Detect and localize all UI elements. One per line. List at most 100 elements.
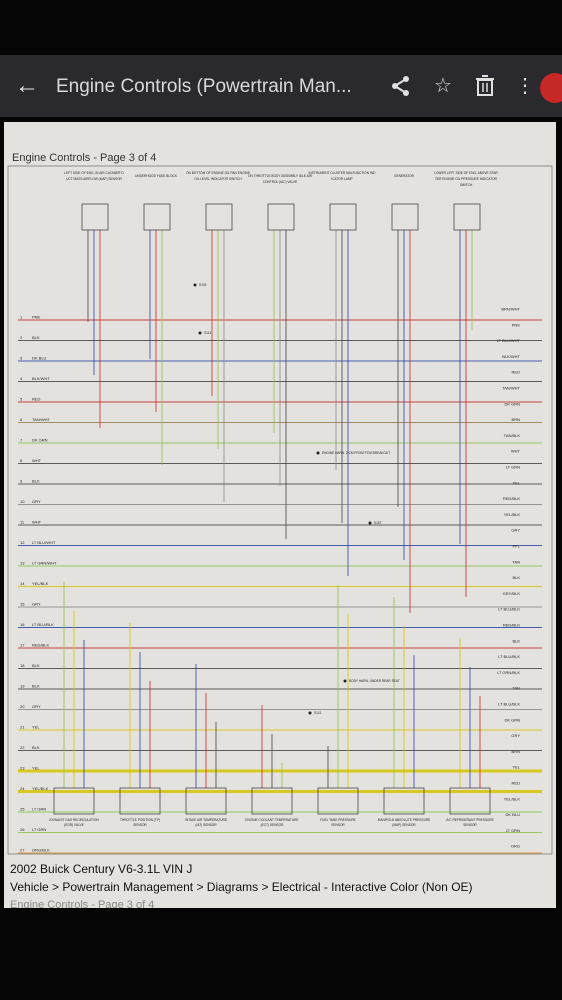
wire-label-left: BLK [32, 663, 40, 668]
wire-label-left: BLK/WHT [32, 376, 50, 381]
wire-label-left: PNK [32, 315, 41, 320]
top-component-box[interactable] [391, 203, 419, 231]
wire-label-left: RED/BLK [32, 643, 49, 648]
top-component-label-2: TER ENGINE OIL PRESSURE INDICATOR [435, 177, 498, 181]
wire-label-right: LT GRN [506, 465, 520, 470]
wire-number: 27 [20, 848, 25, 853]
share-icon[interactable] [386, 71, 416, 101]
star-icon[interactable]: ☆ [434, 75, 452, 97]
top-component-box[interactable] [143, 203, 171, 231]
wire-number: 12 [20, 540, 25, 545]
bottom-component-box[interactable] [251, 787, 293, 815]
wire-label-left: WHT [32, 458, 42, 463]
wire-number: 14 [20, 581, 25, 586]
top-component-box[interactable] [205, 203, 233, 231]
splice-dot [316, 451, 320, 455]
wire-label-right: YEL/BLK [504, 796, 521, 801]
wire-label-right: LT BLU/BLK [498, 607, 520, 612]
wire-label-right: TAN/WHT [502, 386, 520, 391]
wire-label-right: BRN [512, 749, 521, 754]
wire-label-left: LT GRN/WHT [32, 561, 57, 566]
wire-label-right: LT BLU/WHT [497, 338, 521, 343]
splice-note: S103 [199, 283, 207, 287]
wire-number: 17 [20, 643, 25, 648]
wire-label-right: DK GRN [504, 717, 520, 722]
wire-number: 2 [20, 335, 23, 340]
bottom-component-label-2: (ECT) SENSOR [261, 823, 285, 827]
top-component-label: UNDERHOOD FUSE BLOCK [135, 174, 178, 178]
top-component-box[interactable] [329, 203, 357, 231]
wire-label-left: BLK [32, 479, 40, 484]
bottom-component-label-2: SENSOR [463, 823, 477, 827]
wire-label-right: RED [512, 370, 521, 375]
wire-label-left: GRY [32, 704, 41, 709]
trash-icon[interactable] [470, 71, 500, 101]
wire-number: 22 [20, 745, 25, 750]
bottom-component-box[interactable] [53, 787, 95, 815]
wire-label-left: LT GRN [32, 827, 46, 832]
bottom-component-label-2: (IAT) SENSOR [195, 823, 217, 827]
splice-note: S121 [314, 711, 322, 715]
bottom-component-label: ENGINE COOLANT TEMPERATURE [245, 818, 298, 822]
wire-label-right: LT BLU/BLK [498, 654, 520, 659]
wire-number: 18 [20, 663, 25, 668]
bottom-component-box[interactable] [317, 787, 359, 815]
wire-number: 13 [20, 561, 25, 566]
wire-number: 23 [20, 766, 25, 771]
wire-label-left: LT GRN [32, 807, 46, 812]
bottom-component-box[interactable] [449, 787, 491, 815]
splice-dot [308, 711, 312, 715]
wire-label-right: BLK [512, 575, 520, 580]
wire-label-left: YEL [32, 725, 40, 730]
diagram-page-title: Engine Controls - Page 3 of 4 [12, 152, 157, 164]
top-component-label: LEFT SIDE OF ENG, IN AIR CLEANER D [64, 171, 124, 175]
wire-label-right: LT BLU/BLK [498, 702, 520, 707]
more-vert-icon[interactable]: ⋮ [515, 75, 535, 97]
wire-number: 4 [20, 376, 23, 381]
wire-number: 24 [20, 786, 25, 791]
wire-label-left: BLK [32, 684, 40, 689]
wire-number: 8 [20, 458, 23, 463]
top-component-label-2: UCT MASS AIRFLOW (MAF) SENSOR [66, 177, 122, 181]
bottom-component-box[interactable] [119, 787, 161, 815]
account-badge [540, 73, 562, 103]
wire-label-right: PNK [512, 322, 521, 327]
wire-number: 3 [20, 356, 23, 361]
bottom-component-label: INTAKE AIR TEMPERATURE [185, 818, 227, 822]
wire-label-right: BLK [512, 638, 520, 643]
wire-label-left: LT BLU/BLK [32, 622, 54, 627]
bottom-component-label: MANIFOLD ABSOLUTE PRESSURE [378, 818, 431, 822]
top-component-box[interactable] [81, 203, 109, 231]
wire-number: 1 [20, 315, 23, 320]
wire-label-left: BLK [32, 745, 40, 750]
top-component-label: ON BOTTOM OF ENGINE OIL PAN ENGINE [186, 171, 250, 175]
wire-label-right: LT GRN/BLK [497, 670, 520, 675]
wire-label-left: RED [32, 397, 41, 402]
wire-label-left: ORG/BLK [32, 848, 50, 853]
wire-label-right: TAN [512, 559, 520, 564]
wire-label-right: RED/BLK [503, 623, 520, 628]
top-component-box[interactable] [267, 203, 295, 231]
top-component-label: ON THROTTLE BODY ASSEMBLY IDLE AIR [248, 174, 313, 178]
top-component-box[interactable] [453, 203, 481, 231]
splice-note: S113 [204, 331, 211, 335]
wire-label-left: DK BLU [32, 356, 47, 361]
wire-number: 25 [20, 807, 25, 812]
wire-label-right: BLK/WHT [502, 354, 520, 359]
bottom-component-box[interactable] [383, 787, 425, 815]
bottom-component-box[interactable] [185, 787, 227, 815]
wire-label-right: YEL [512, 480, 520, 485]
wire-label-right: DK GRN [504, 401, 520, 406]
back-arrow-icon[interactable]: ← [15, 72, 39, 99]
wire-label-right: TAN [512, 686, 520, 691]
splice-note: BODY HARN. UNDER REAR SEAT [349, 679, 400, 683]
bottom-component-label: FUEL TANK PRESSURE [320, 818, 356, 822]
wire-label-left: GRY [32, 602, 41, 607]
breadcrumb[interactable]: Vehicle > Powertrain Management > Diagra… [10, 880, 473, 894]
top-component-label-2: ICATOR LAMP [331, 177, 352, 181]
top-component-label: LOWER LEFT SIDE OF ENG, ABOVE STAR [434, 171, 498, 175]
splice-dot [343, 679, 347, 683]
wire-label-left: YEL [32, 766, 40, 771]
